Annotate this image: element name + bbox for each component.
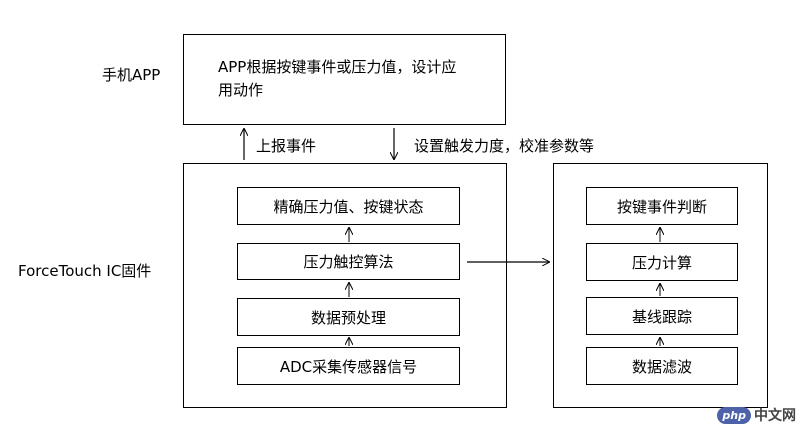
preprocess-box: 数据预处理 <box>237 298 460 336</box>
algorithm-box: 压力触控算法 <box>237 243 460 280</box>
settings-label: 设置触发力度，校准参数等 <box>414 137 595 155</box>
app-box-line-2: 用动作 <box>218 81 264 99</box>
phone-app-label: 手机APP <box>102 66 161 84</box>
adc-box: ADC采集传感器信号 <box>237 347 460 385</box>
pressure-calc-box: 压力计算 <box>586 243 738 281</box>
app-box-line-1: APP根据按键事件或压力值，设计应 <box>218 58 457 76</box>
key-event-judge-box: 按键事件判断 <box>586 187 738 225</box>
php-watermark: php 中文网 <box>717 405 796 425</box>
data-filter-box: 数据滤波 <box>586 347 738 385</box>
firmware-label: ForceTouch IC固件 <box>18 262 152 280</box>
pressure-state-box: 精确压力值、按键状态 <box>237 187 460 225</box>
app-box: APP根据按键事件或压力值，设计应 用动作 <box>183 34 506 125</box>
baseline-tracking-box: 基线跟踪 <box>586 297 738 335</box>
watermark-text: 中文网 <box>754 408 796 424</box>
report-event-label: 上报事件 <box>256 137 317 155</box>
watermark-badge: php <box>717 406 751 424</box>
